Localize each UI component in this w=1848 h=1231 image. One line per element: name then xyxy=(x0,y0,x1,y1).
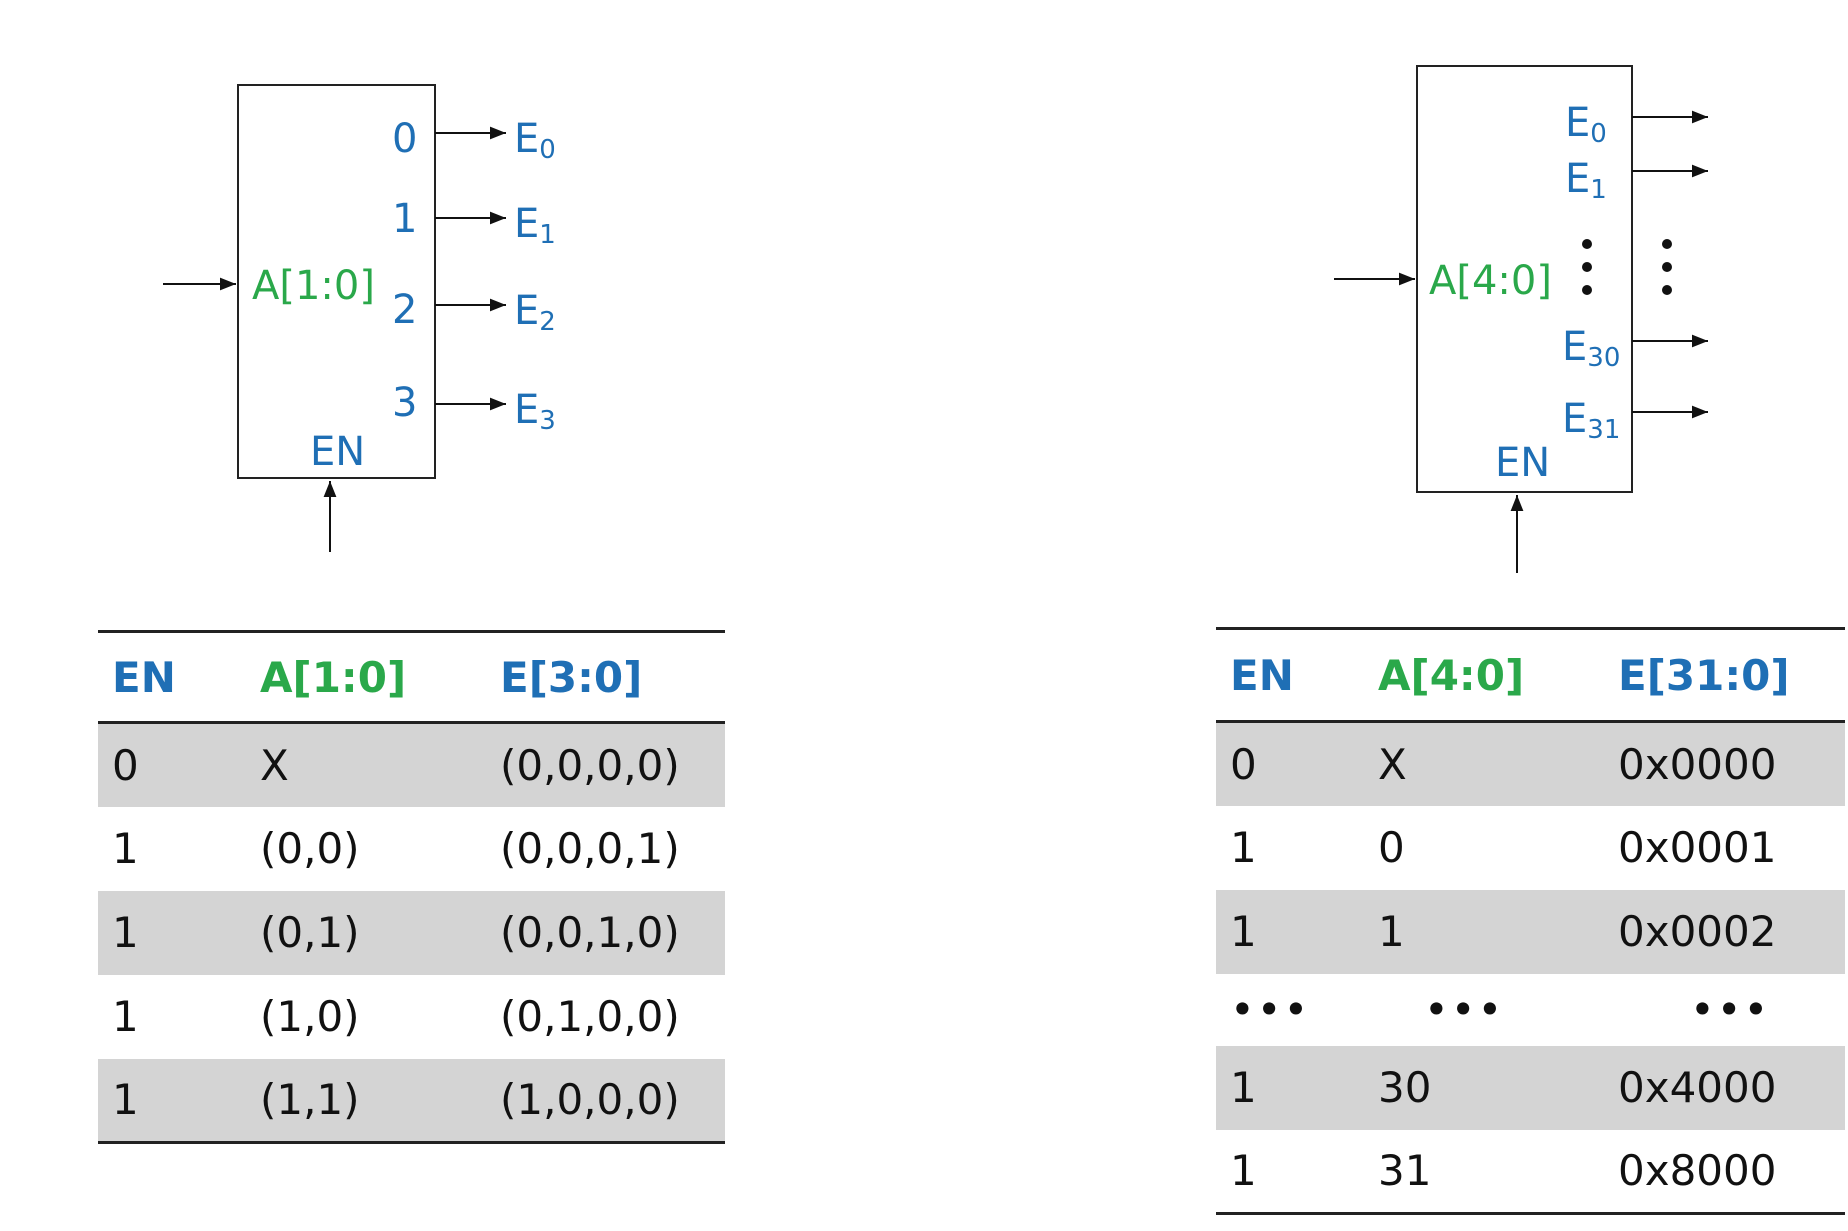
cell-address-ellipsis: ••• xyxy=(1424,985,1505,1034)
cell-output: (0,0,1,0) xyxy=(486,890,725,975)
cell-output: 0x0002 xyxy=(1604,889,1845,974)
header-output: E[3:0] xyxy=(486,630,725,724)
cell-output: (1,0,0,0) xyxy=(486,1058,725,1144)
address-label: A[4:0] xyxy=(1429,258,1552,304)
decoder-box xyxy=(237,84,436,479)
truth-table-5to32: EN A[4:0] E[31:0] 0 X 0x0000 1 0 0x0001 … xyxy=(1216,627,1845,1215)
output-label-0: E0 xyxy=(1565,100,1607,149)
table-row: 0 X 0x0000 xyxy=(1216,721,1845,806)
ellipsis-row: ••• ••• ••• xyxy=(1216,974,1845,1046)
cell-en: 0 xyxy=(98,722,246,807)
cell-address: (1,1) xyxy=(246,1058,486,1144)
output-label-31: E31 xyxy=(1562,396,1620,445)
table-row: 1 (0,1) (0,0,1,0) xyxy=(98,890,725,975)
cell-en: 1 xyxy=(1230,823,1257,872)
table-row: 0 X (0,0,0,0) xyxy=(98,722,725,807)
header-en: EN xyxy=(98,630,246,724)
cell-en: 1 xyxy=(112,992,139,1041)
output-index-0: 0 xyxy=(392,116,417,162)
cell-address: X xyxy=(246,722,486,807)
cell-en: 1 xyxy=(98,890,246,975)
decoder-5to32-diagram: A[4:0] EN E0 E1 E30 E31 xyxy=(1334,65,1708,573)
table-row: 1 (1,0) (0,1,0,0) xyxy=(98,975,725,1059)
table-row: 1 0 0x0001 xyxy=(1216,806,1845,890)
cell-en-ellipsis: ••• xyxy=(1230,985,1311,1034)
cell-address: 30 xyxy=(1364,1045,1604,1130)
header-en: EN xyxy=(1216,627,1364,723)
cell-output: (0,1,0,0) xyxy=(500,992,680,1041)
cell-address: (1,0) xyxy=(260,992,360,1041)
cell-en: 1 xyxy=(1216,889,1364,974)
cell-output: 0x0000 xyxy=(1604,721,1845,806)
header-output: E[31:0] xyxy=(1604,627,1845,723)
output-index-3: 3 xyxy=(392,380,417,426)
cell-address: 31 xyxy=(1364,1129,1604,1215)
cell-address: 0 xyxy=(1378,823,1405,872)
cell-output-ellipsis: ••• xyxy=(1690,985,1771,1034)
header-address: A[4:0] xyxy=(1364,627,1604,723)
enable-label: EN xyxy=(1495,440,1550,486)
output-index-2: 2 xyxy=(392,287,417,333)
output-label-3: E3 xyxy=(514,387,556,436)
output-index-1: 1 xyxy=(392,196,417,242)
cell-en: 0 xyxy=(1216,721,1364,806)
decoder-2to4-diagram: A[1:0] EN 0 1 2 3 E0 E1 E2 E3 xyxy=(163,84,556,552)
cell-en: 1 xyxy=(1216,1129,1364,1215)
truth-table-2to4: EN A[1:0] E[3:0] 0 X (0,0,0,0) 1 (0,0) (… xyxy=(98,630,725,1144)
cell-address: X xyxy=(1364,721,1604,806)
table-row: 1 (1,1) (1,0,0,0) xyxy=(98,1058,725,1144)
cell-address: 1 xyxy=(1364,889,1604,974)
cell-en: 1 xyxy=(112,824,139,873)
table-row: 1 30 0x4000 xyxy=(1216,1045,1845,1130)
decoder-box xyxy=(1416,65,1633,493)
output-label-1: E1 xyxy=(514,201,556,250)
output-label-2: E2 xyxy=(514,288,556,337)
header-address: A[1:0] xyxy=(246,630,486,724)
output-label-0: E0 xyxy=(514,116,556,165)
enable-label: EN xyxy=(310,429,365,475)
cell-output: 0x8000 xyxy=(1604,1129,1845,1215)
cell-output: (0,0,0,1) xyxy=(500,824,680,873)
inner-ellipsis-icon xyxy=(1582,239,1592,295)
table-row: 1 (0,0) (0,0,0,1) xyxy=(98,807,725,891)
output-label-1: E1 xyxy=(1565,156,1607,205)
table-row: 1 31 0x8000 xyxy=(1216,1129,1845,1215)
cell-en: 1 xyxy=(1216,1045,1364,1130)
outer-ellipsis-icon xyxy=(1662,239,1672,295)
cell-en: 1 xyxy=(98,1058,246,1144)
cell-output: (0,0,0,0) xyxy=(486,722,725,807)
cell-output: 0x0001 xyxy=(1618,823,1777,872)
cell-address: (0,0) xyxy=(260,824,360,873)
cell-address: (0,1) xyxy=(246,890,486,975)
address-label: A[1:0] xyxy=(252,263,375,309)
output-label-30: E30 xyxy=(1562,324,1620,373)
cell-output: 0x4000 xyxy=(1604,1045,1845,1130)
table-row: 1 1 0x0002 xyxy=(1216,889,1845,974)
